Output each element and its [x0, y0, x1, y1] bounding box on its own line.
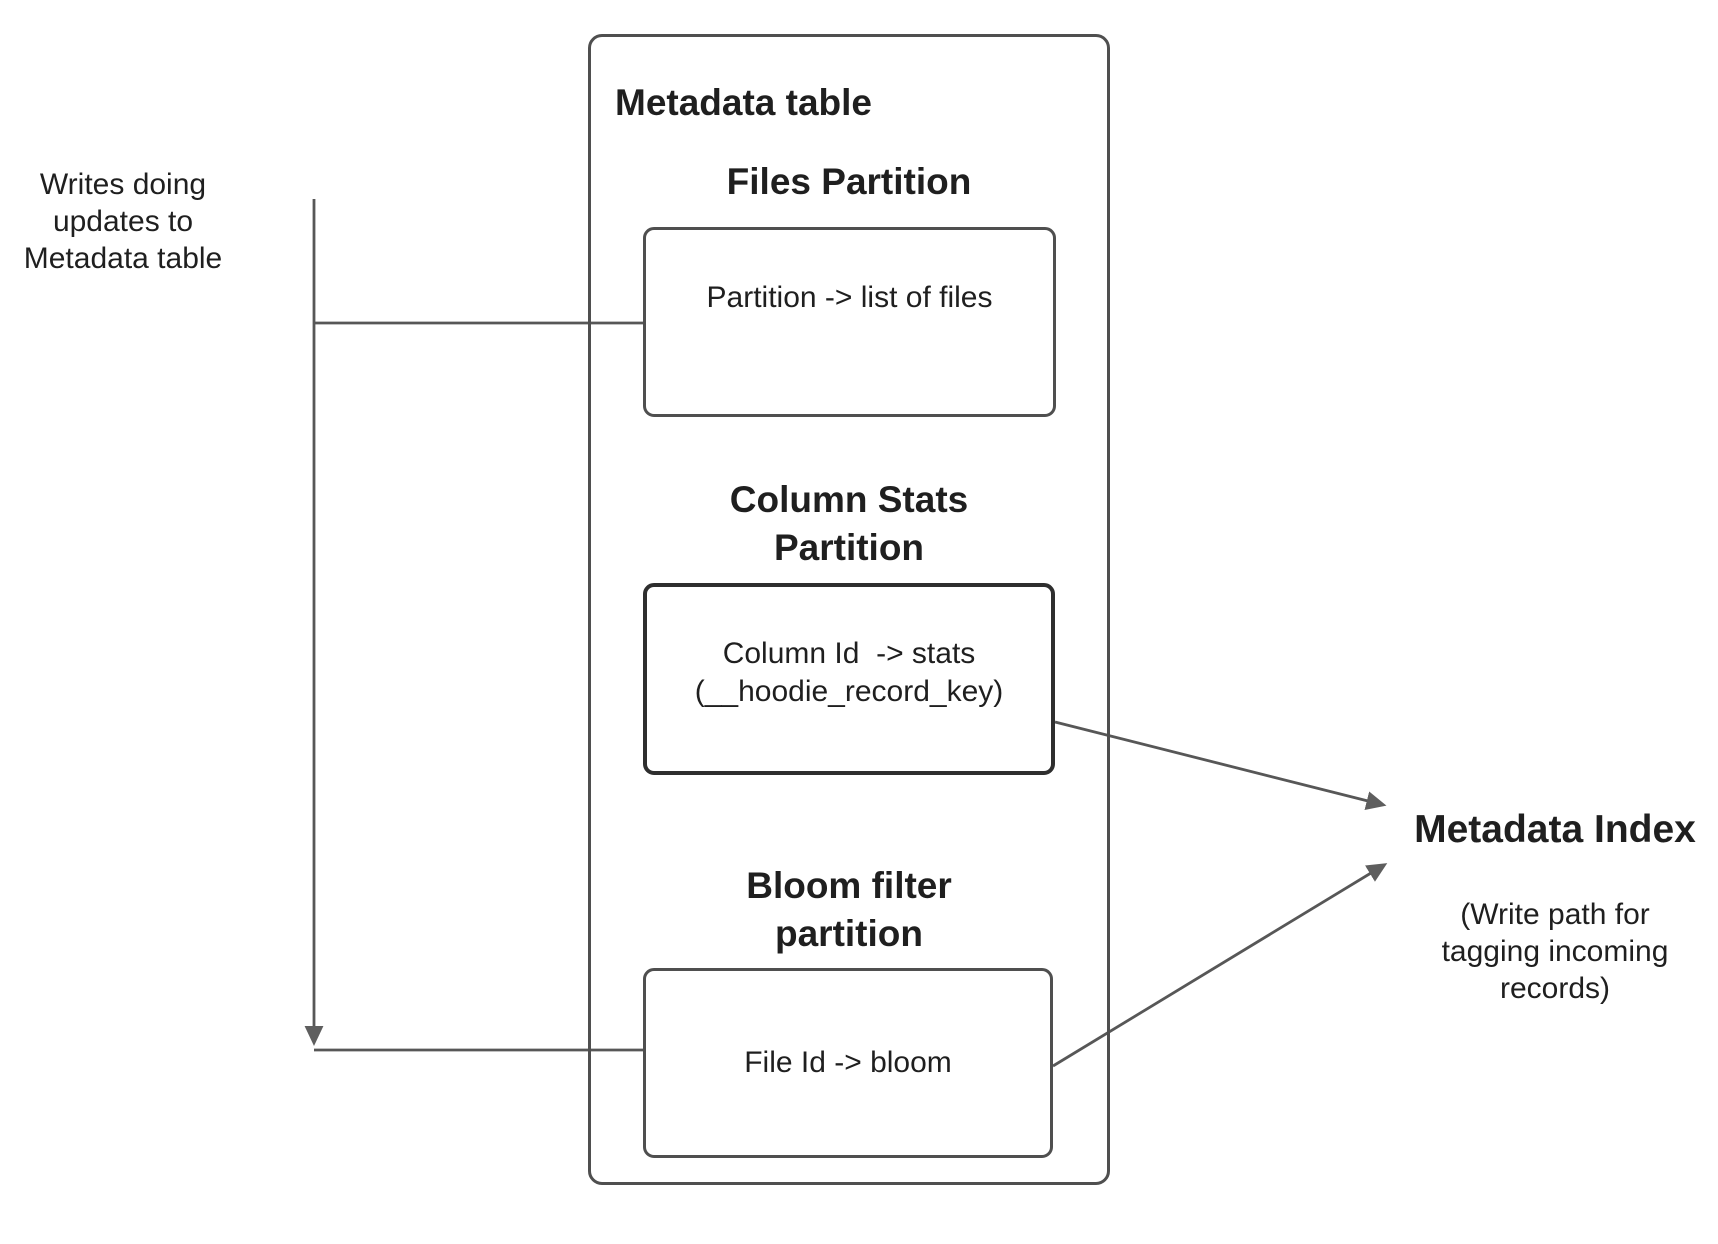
bloom-filter-box: File Id -> bloom — [643, 968, 1053, 1158]
files-partition-box: Partition -> list of files — [643, 227, 1056, 417]
metadata-table-box — [588, 34, 1110, 1185]
metadata-index-subtitle: (Write path for tagging incoming records… — [1395, 896, 1715, 1007]
files-partition-box-text: Partition -> list of files — [706, 281, 993, 314]
writes-label: Writes doing updates to Metadata table — [8, 166, 238, 277]
metadata-index-title: Metadata Index — [1414, 808, 1696, 851]
column-stats-box-text-line-1: Column Id -> stats — [722, 637, 976, 670]
column-stats-heading-line-1: Column Stats — [729, 479, 969, 520]
metadata-index-subtitle-line-3: records) — [1499, 972, 1611, 1005]
column-stats-box-text-line-2: (__hoodie_record_key) — [694, 675, 1004, 708]
bloom-filter-heading: Bloom filter partition — [588, 862, 1110, 958]
metadata-table-title: Metadata table — [615, 82, 873, 123]
bloom-filter-box-text: File Id -> bloom — [744, 1046, 952, 1079]
files-partition-heading: Files Partition — [726, 161, 972, 202]
bloom-filter-heading-line-2: partition — [775, 913, 923, 954]
column-stats-heading: Column Stats Partition — [588, 476, 1110, 572]
column-stats-heading-line-2: Partition — [773, 527, 925, 568]
writes-label-line-3: Metadata table — [23, 242, 223, 275]
bloom-filter-heading-line-1: Bloom filter — [746, 865, 952, 906]
column-stats-box: Column Id -> stats (__hoodie_record_key) — [643, 583, 1055, 775]
metadata-index-subtitle-line-2: tagging incoming — [1441, 935, 1669, 968]
metadata-index-subtitle-line-1: (Write path for — [1460, 898, 1650, 931]
writes-label-line-1: Writes doing — [39, 168, 207, 201]
writes-label-line-2: updates to — [52, 205, 194, 238]
